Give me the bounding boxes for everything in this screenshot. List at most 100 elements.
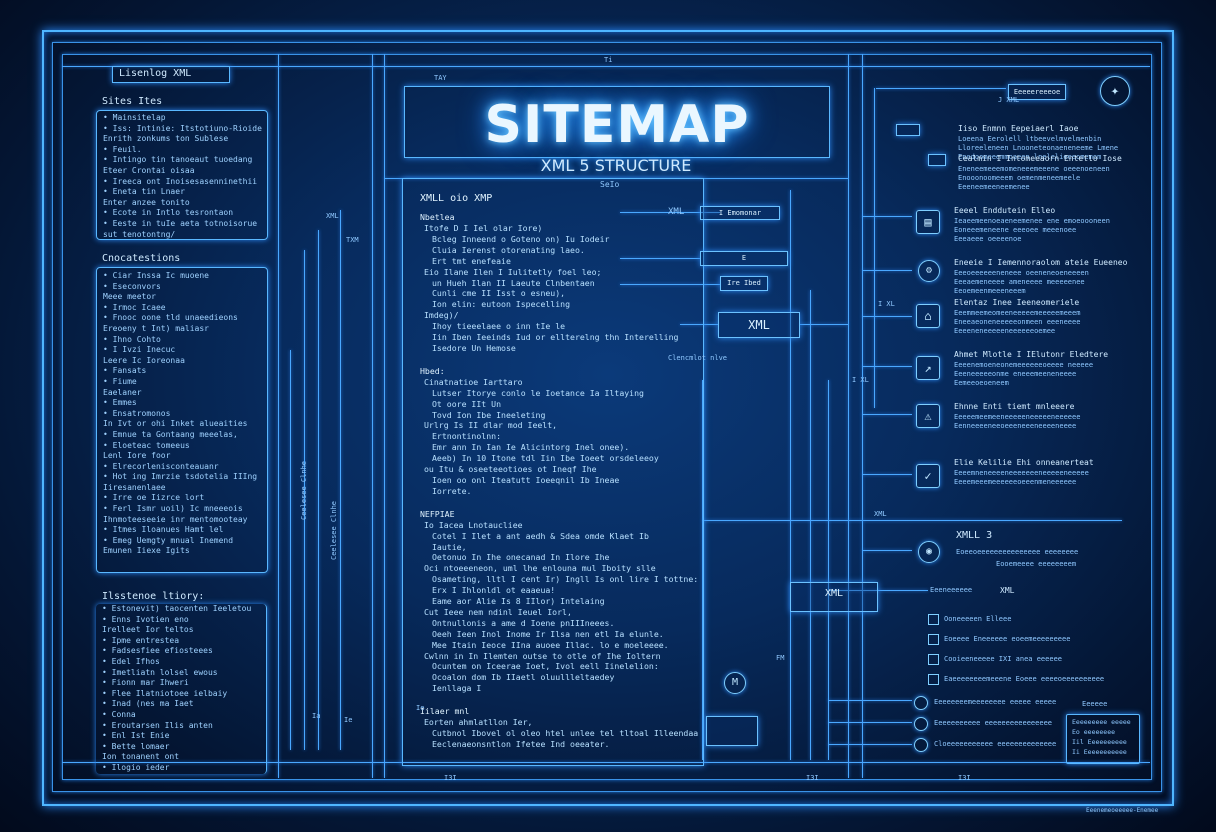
list-item[interactable]: • Eloeteac tomeeus	[103, 440, 190, 450]
node-xml-main[interactable]: XML	[718, 312, 800, 338]
list-item[interactable]: • Fiume	[103, 376, 137, 386]
doc-node[interactable]	[706, 716, 758, 746]
m-icon[interactable]: M	[724, 672, 746, 694]
list-item[interactable]: • Irre oe Iizrce lort	[103, 493, 205, 503]
grid-line	[318, 230, 319, 750]
right-block-head: Cealmin I Intomeeaorn Entetlo Iose	[958, 154, 1122, 163]
list-item[interactable]: Irelleet Ior teltos	[102, 625, 194, 635]
list-item[interactable]: • Inad (nes ma Iaet	[102, 699, 194, 709]
list-item[interactable]: • Ensatromonos	[103, 408, 171, 418]
house-icon[interactable]: ⌂	[916, 304, 940, 328]
list-item[interactable]: Leere Ic Ioreonaa	[103, 355, 185, 365]
list-item[interactable]: Ihnmoteeseeie inr mentomooteay	[103, 514, 248, 524]
list-item[interactable]: • Fionn mar Ihweri	[102, 678, 189, 688]
grid-line	[62, 762, 1150, 763]
list-item[interactable]: • Ciar Inssa Ic muoene	[103, 271, 209, 280]
list-item[interactable]: • Fadsesfiee efiosteees	[102, 646, 213, 656]
list-item[interactable]: • Bette lomaer	[102, 741, 170, 751]
list-item[interactable]: • Elrecorlenisconteauanr	[103, 461, 219, 471]
list-item[interactable]: • Eseconvors	[103, 281, 161, 291]
right-block-line: Eeeeneneeeeeneeeeeeoemee	[954, 327, 1056, 335]
list-item[interactable]: • Eneta tin Lnaer	[103, 187, 185, 197]
node-2[interactable]: E	[700, 251, 788, 266]
list-item[interactable]: In Ivt or ohi Inket alueaities	[103, 419, 248, 429]
list-item[interactable]: • Ferl Ismr uoil) Ic mneeeois	[103, 504, 243, 514]
right-block-line: Enodoomeeemmoaeen lnelelieeeomemom	[958, 153, 1102, 161]
list-item[interactable]: sut tenotontng/	[103, 229, 176, 239]
target-icon[interactable]: ✦	[1100, 76, 1130, 106]
main-line: Cwlnn in In Ilemten outse to otle of Ihe…	[424, 650, 661, 661]
checkbox[interactable]	[928, 634, 939, 645]
main-line: Iin Iben Ieeinds Iud or ellterelng thn I…	[432, 332, 679, 342]
right-block-line: Eneeaeoneneeeeeonmeen eeeneeee	[954, 318, 1081, 326]
target-small-icon[interactable]: ◉	[918, 541, 940, 563]
list-item[interactable]: • Ipme entrestea	[102, 635, 180, 645]
grid-line	[278, 54, 279, 778]
small-node-a[interactable]	[896, 124, 920, 136]
list-item[interactable]: • Eeste in tuIe aeta totnoisorue	[103, 218, 258, 228]
list-item[interactable]: • Emmes	[103, 398, 137, 408]
connector	[620, 284, 720, 285]
legend-title: Eeeeee	[1082, 700, 1108, 708]
list-item[interactable]: • Enns Ivotien eno	[102, 614, 189, 624]
main-line: Ihoy tieeelaee o inn tIe le	[432, 321, 566, 332]
row-icon[interactable]	[914, 717, 928, 731]
list-item[interactable]: • Fansats	[103, 366, 147, 376]
list-item[interactable]: • Ihno Cohto	[103, 334, 161, 344]
list-item[interactable]: • Feuil.	[103, 144, 142, 154]
node-1[interactable]: I Emomonar	[700, 206, 780, 220]
checkbox[interactable]	[928, 674, 939, 685]
list-item[interactable]: • Fnooc oone tld unaeedieons	[103, 313, 238, 323]
list-item[interactable]: • Intingo tin tanoeaut tuoedang	[103, 155, 253, 165]
connector	[862, 316, 912, 317]
main-line: Osameting, lltl I cent Ir) Ingll Is onl …	[432, 574, 699, 585]
list-item[interactable]: • Enl Ist Enie	[102, 731, 170, 741]
list-item[interactable]: • Conna	[102, 709, 136, 719]
node-3[interactable]: Ire Ibed	[720, 276, 768, 291]
grid-line	[384, 54, 385, 778]
list-item[interactable]: Eteer Crontai oisaa	[103, 165, 195, 175]
list-item[interactable]: Enrith zonkums ton Sublese	[103, 134, 229, 144]
list-item[interactable]: Iiresanenlaee	[103, 482, 166, 492]
list-item[interactable]: Enter anzee tonito	[103, 197, 190, 207]
gear-icon[interactable]: ⚙	[918, 260, 940, 282]
doc-icon[interactable]: ▤	[916, 210, 940, 234]
top-right-box-label: Eeeeereeeoe	[1013, 88, 1061, 96]
list-item[interactable]: • Itmes Iloanues Hamt lel	[103, 525, 224, 535]
list-item[interactable]: • Edel Ifhos	[102, 656, 160, 666]
list-item[interactable]: Emunen Iiexe Igits	[103, 546, 190, 556]
list-item[interactable]: • Estonevit) taocenten Ieeletou	[102, 604, 252, 613]
list-item[interactable]: • Hot ing Imrzie tsdotelia IIIng	[103, 472, 258, 482]
check-icon[interactable]: ✓	[916, 464, 940, 488]
arrow-out-icon[interactable]: ↗	[916, 356, 940, 380]
list-item[interactable]: • Flee Ilatniotoee ielbaiy	[102, 688, 228, 698]
list-item[interactable]: Lenl Iore foor	[103, 451, 171, 461]
section-title: Iilaer mnl	[420, 706, 470, 717]
list-item[interactable]: • Mainsitelap	[103, 113, 166, 122]
warning-icon[interactable]: ⚠	[916, 404, 940, 428]
list-item[interactable]: • Ilogio ieder	[102, 762, 170, 772]
row-icon[interactable]	[914, 738, 928, 752]
list-item[interactable]: • Eroutarsen Ilis anten	[102, 720, 213, 730]
list-item[interactable]: • Irmoc Icaee	[103, 302, 166, 312]
node-xml-lower[interactable]: XML	[790, 582, 878, 612]
list-item[interactable]: • Emnue ta Gontaang meeelas,	[103, 429, 238, 439]
list-item[interactable]: • Iss: Intinie: Itstotiuno-Rioide	[103, 123, 262, 133]
list-item[interactable]: • I Ivzi Inecuc	[103, 345, 176, 355]
top-right-box[interactable]: Eeeeereeeoe	[1008, 84, 1066, 100]
list-item[interactable]: • Ireeca ont Inoisesasenninethii	[103, 176, 258, 186]
checkbox[interactable]	[928, 654, 939, 665]
checkbox-label: Ooneeeeen Elleee	[944, 615, 1012, 623]
axis-label: Ia	[312, 712, 321, 720]
list-item[interactable]: • Emeg Uemgty mnual Inemend	[103, 535, 234, 545]
list-item[interactable]: Ion tonanent ont	[102, 752, 180, 762]
list-item[interactable]: Meee meetor	[103, 292, 156, 302]
list-item[interactable]: • Imetliatn lolsel ewous	[102, 667, 218, 677]
small-node-b[interactable]	[928, 154, 946, 166]
list-item[interactable]: Ereoeny t Int) maliasr	[103, 323, 209, 333]
row-icon[interactable]	[914, 696, 928, 710]
checkbox[interactable]	[928, 614, 939, 625]
list-item[interactable]: Eaelaner	[103, 387, 142, 397]
list-item[interactable]: • Ecote in Intlo tesrontaon	[103, 208, 234, 218]
main-line: Urlrg Is II dlar mod Ieelt,	[424, 420, 558, 431]
